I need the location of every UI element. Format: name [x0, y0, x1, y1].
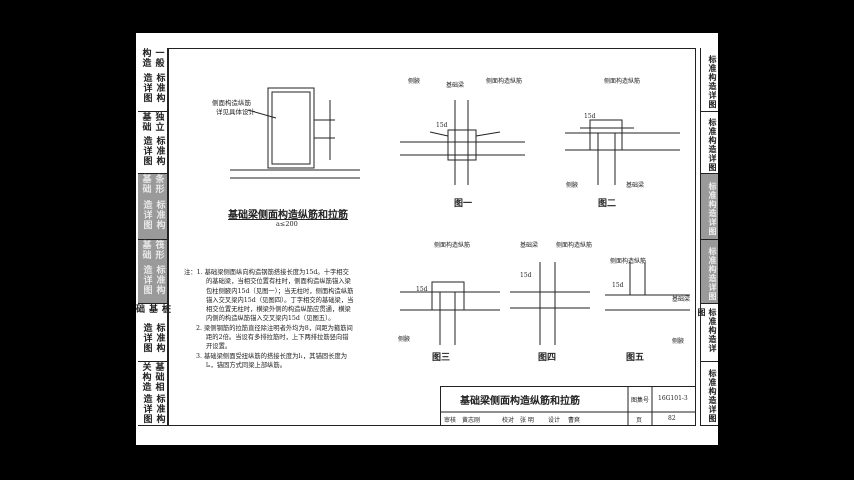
fig1-dim: 15d [436, 122, 448, 129]
note-line: 3. 基础梁侧面受扭纵筋的搭接长度为l₁，其锚固长度为 [196, 352, 348, 360]
note-line: lₐ，锚固方式同梁上部纵筋。 [206, 361, 287, 369]
fig2-caption: 图二 [598, 199, 617, 209]
fig1-caption: 图一 [454, 199, 473, 209]
left-tab-general: 一般构造标准构造详图 [138, 48, 168, 112]
fig4-dim: 15d [520, 272, 532, 279]
fig4-label: 侧面构造纵筋 [556, 242, 593, 249]
fig3-dim: 15d [416, 286, 428, 293]
fig1-label: 基础梁 [446, 82, 465, 89]
title-block-title: 基础梁侧面构造纵筋和拉筋 [460, 396, 580, 407]
page-label: 页 [636, 417, 643, 424]
section-title: 基础梁侧面构造纵筋和拉筋 [228, 210, 348, 221]
page-number: 82 [668, 415, 676, 422]
drawing-frame [168, 48, 696, 426]
right-tab: 标准构造详图 [700, 362, 718, 426]
section-label: 详见具体设计 [216, 108, 255, 116]
fig2-label: 侧腋 [566, 182, 579, 189]
right-tab: 标准构造详图 [700, 48, 718, 112]
right-tab: 标准构造详图 [700, 174, 718, 240]
fig1-label: 侧面构造纵筋 [486, 78, 523, 85]
left-tab-isolated-foundation: 独立基础标准构造详图 [138, 112, 168, 174]
tb-row-cell: 设计 [548, 417, 561, 424]
left-tab-strip-foundation: 条形基础标准构造详图 [138, 174, 168, 240]
fig5-dim: 15d [612, 282, 624, 289]
note-line: 开设置。 [206, 343, 232, 351]
left-tab-pile-foundation: 桩基础标准构造详图 [134, 304, 170, 362]
fig3-caption: 图三 [432, 353, 451, 363]
right-tab: 标准构造详图 [700, 240, 718, 304]
note-line: 内侧的构造纵筋锚入交叉梁内15d（见图五）。 [206, 315, 335, 323]
fig2-label: 基础梁 [626, 182, 645, 189]
note-line: 注：1. 基础梁侧面纵向构造钢筋搭接长度为15d。十字相交 [184, 269, 349, 276]
notes-block: 注：1. 基础梁侧面纵向构造钢筋搭接长度为15d。十字相交 的基础梁，当相交位置… [184, 268, 353, 370]
fig5-label: 基础梁 [672, 296, 691, 303]
fig4-label: 基础梁 [520, 242, 539, 249]
drawing-sheet [136, 33, 718, 445]
note-line: 2. 梁侧钢筋的拉筋直径除注明者外均为8，间距为箍筋间 [196, 324, 353, 332]
tb-row-cell: 审核 [444, 417, 457, 424]
right-tab: 标准构造详图 [700, 112, 718, 174]
fig5-label: 侧面构造纵筋 [610, 258, 647, 265]
tb-row-cell: 张 明 [520, 417, 534, 424]
fig3-label: 侧腋 [398, 336, 411, 343]
left-tab-related-construction: 基础相关构造标准构造详图 [138, 362, 168, 426]
right-tab: 标准构造详图 [697, 304, 718, 362]
section-subtitle: a≤200 [276, 220, 298, 228]
note-line: 锚入交叉梁内15d（见图四）。丁字相交的基础梁，当 [206, 296, 354, 304]
fig5-label: 侧腋 [672, 338, 685, 345]
fig2-label: 侧面构造纵筋 [604, 78, 641, 85]
atlas-label: 图集号 [631, 397, 650, 404]
note-line: 包柱侧腋内15d（见图一）；当无柱时，侧面构造纵筋 [206, 287, 354, 295]
fig2-dim: 15d [584, 113, 596, 120]
title-block [440, 386, 696, 426]
fig1-label: 侧腋 [408, 78, 421, 85]
fig3-label: 侧面构造纵筋 [434, 242, 471, 249]
atlas-number: 16G101-3 [658, 395, 688, 402]
note-line: 相交位置无柱时，横梁外侧的构造纵筋应贯通，横梁 [206, 306, 351, 314]
tb-row-cell: 校对 [502, 417, 515, 424]
section-label: 侧面构造纵筋 [212, 99, 251, 107]
left-tab-raft-foundation: 筏形基础标准构造详图 [138, 240, 168, 304]
note-line: 距的2倍。当设有多排拉筋时，上下两排拉筋竖向错 [206, 334, 349, 342]
tb-row-cell: 黄志刚 [462, 417, 481, 424]
note-line: 的基础梁，当相交位置有柱时，侧面构造纵筋锚入梁 [206, 278, 351, 286]
fig5-caption: 图五 [626, 353, 645, 363]
tb-row-cell: 曹爽 [568, 417, 581, 424]
fig4-caption: 图四 [538, 353, 557, 363]
